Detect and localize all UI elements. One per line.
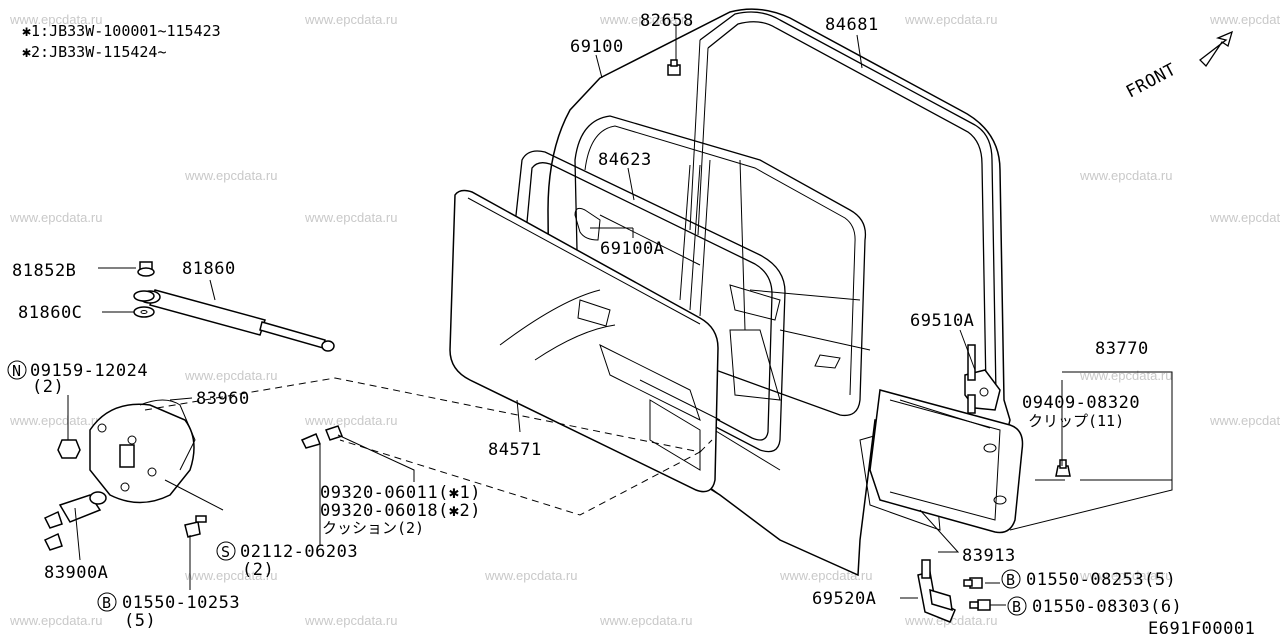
- prefix-b: B: [102, 594, 111, 612]
- watermark: www.epcdata.ru: [1079, 368, 1173, 383]
- part-label-83900a: 83900A: [44, 563, 108, 583]
- part-label-69100: 69100: [570, 37, 624, 57]
- part-label-83770: 83770: [1095, 339, 1149, 359]
- bolt-01550-08253: [963, 577, 983, 589]
- watermark: www.epcdata.ru: [304, 613, 398, 628]
- prefix-b: B: [1006, 571, 1015, 589]
- diagram-code: E691F00001: [1148, 619, 1255, 639]
- part-label-09320-1: 09320-06011(✱1): [320, 483, 481, 503]
- serial-note-1: ✱1:JB33W-100001~115423: [22, 22, 221, 40]
- watermark: www.epcdata.ru: [9, 613, 103, 628]
- watermark: www.epcdata.ru: [184, 168, 278, 183]
- part-label-01550-10253: B 01550-10253 (5): [97, 592, 240, 631]
- watermark: www.epcdata.ru: [484, 568, 578, 583]
- stopper-82658: [667, 59, 681, 76]
- lock-assembly-83960: [89, 399, 196, 504]
- part-number-01550-10253: 01550-10253: [122, 593, 240, 613]
- clip-09409: [1055, 459, 1071, 477]
- watermark: www.epcdata.ru: [1209, 413, 1280, 428]
- hinge-69520a: [917, 559, 956, 623]
- gas-stay-81860: [139, 289, 335, 352]
- weatherstrip-84681: [689, 11, 997, 396]
- part-label-69100a: 69100A: [600, 239, 664, 259]
- front-direction-indicator: FRONT: [1123, 30, 1234, 103]
- cushion-09320: [300, 425, 343, 449]
- washer-upper: [133, 290, 155, 302]
- part-label-81852b: 81852B: [12, 261, 76, 281]
- part-label-81860: 81860: [182, 259, 236, 279]
- part-number-01550-08253: 01550-08253(5): [1026, 570, 1176, 590]
- bolt-01550-08303: [969, 599, 991, 611]
- watermark: www.epcdata.ru: [904, 12, 998, 27]
- serial-note-2: ✱2:JB33W-115424~: [22, 43, 167, 61]
- part-number-09159: 09159-12024: [30, 361, 148, 381]
- watermark: www.epcdata.ru: [599, 12, 693, 27]
- watermark: www.epcdata.ru: [1079, 168, 1173, 183]
- front-arrow-icon: [1199, 30, 1234, 68]
- part-label-69520a: 69520A: [812, 589, 876, 609]
- watermark: www.epcdata.ru: [184, 368, 278, 383]
- watermark: www.epcdata.ru: [9, 12, 103, 27]
- watermark: www.epcdata.ru: [184, 568, 278, 583]
- dashed-guide-2: [699, 439, 713, 453]
- prefix-n: N: [12, 362, 21, 380]
- key-cylinder-83900a: [43, 491, 107, 551]
- leader-lines: [67, 25, 1173, 606]
- watermark: www.epcdata.ru: [304, 12, 398, 27]
- part-label-69510a: 69510A: [910, 311, 974, 331]
- trim-board-84571: [449, 189, 721, 493]
- prefix-b: B: [1012, 598, 1021, 616]
- watermark: www.epcdata.ru: [1209, 12, 1280, 27]
- watermark: www.epcdata.ru: [1209, 210, 1280, 225]
- watermark: www.epcdata.ru: [599, 613, 693, 628]
- watermark: www.epcdata.ru: [304, 210, 398, 225]
- screw-02112: [184, 515, 207, 538]
- stud-81852b: [137, 261, 155, 277]
- part-label-09409: 09409-08320: [1022, 393, 1140, 413]
- part-label-02112: S 02112-06203 (2): [216, 541, 358, 580]
- prefix-s: S: [221, 543, 230, 561]
- part-label-09320-2: 09320-06018(✱2): [320, 501, 481, 521]
- part-label-84571: 84571: [488, 440, 542, 460]
- part-label-83960: 83960: [196, 389, 250, 409]
- part-label-83913: 83913: [962, 546, 1016, 566]
- part-label-84681: 84681: [825, 15, 879, 35]
- watermark: www.epcdata.ru: [9, 413, 103, 428]
- quantity-09159: (2): [32, 377, 64, 397]
- leader-line: [164, 479, 224, 511]
- watermark: www.epcdata.ru: [304, 413, 398, 428]
- front-label: FRONT: [1123, 60, 1180, 103]
- part-label-84623: 84623: [598, 150, 652, 170]
- part-label-09159: N 09159-12024 (2): [7, 360, 148, 397]
- part-number-01550-08303: 01550-08303(6): [1032, 597, 1182, 617]
- watermark: www.epcdata.ru: [9, 210, 103, 225]
- part-note-09320: クッション(2): [322, 519, 424, 537]
- quantity-01550-10253: (5): [124, 611, 156, 631]
- watermark: www.epcdata.ru: [1079, 568, 1173, 583]
- part-number-02112: 02112-06203: [240, 542, 358, 562]
- quantity-02112: (2): [242, 560, 274, 580]
- part-label-01550-08253: B 01550-08253(5): [1001, 569, 1176, 590]
- hinge-69510a: [964, 344, 1001, 414]
- part-note-09409: クリップ(11): [1028, 412, 1124, 430]
- part-label-81860c: 81860C: [18, 303, 82, 323]
- washer-81860c: [133, 306, 155, 318]
- part-label-82658: 82658: [640, 11, 694, 31]
- part-label-01550-08303: B 01550-08303(6): [1007, 596, 1182, 617]
- garnish-83770: [869, 389, 1024, 534]
- nut-09159: [57, 439, 81, 459]
